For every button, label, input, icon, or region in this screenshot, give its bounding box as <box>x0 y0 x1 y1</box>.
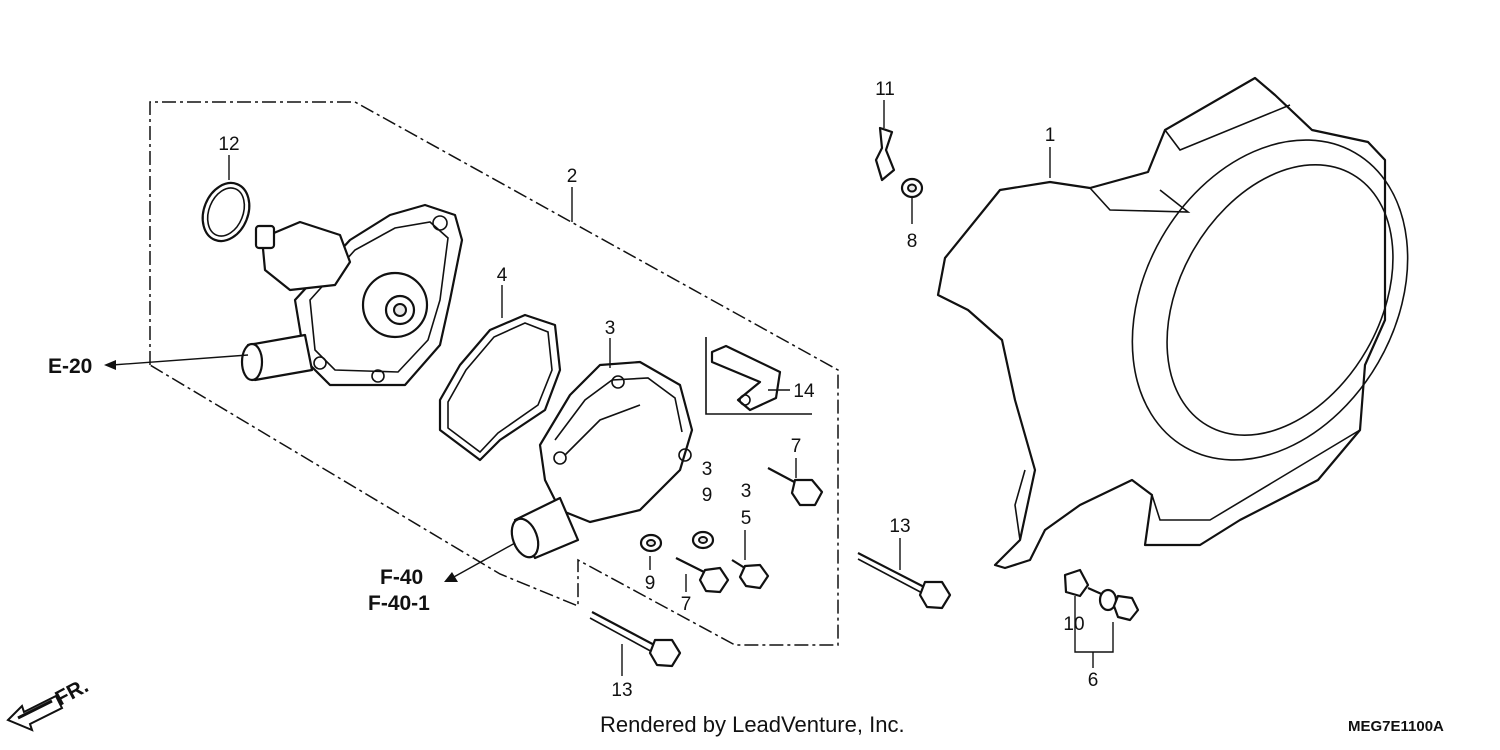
callout-12: 12 <box>218 134 239 155</box>
part-14-bracket[interactable] <box>710 344 782 412</box>
diagram-code: MEG7E1100A <box>1348 718 1444 735</box>
part-13-bolt-right[interactable] <box>857 552 952 610</box>
callout-13-lower: 13 <box>611 680 632 701</box>
part-4-gasket[interactable] <box>438 313 562 462</box>
part-13-bolt-lower[interactable] <box>589 611 682 668</box>
ref-e-20[interactable]: E-20 <box>48 355 92 378</box>
callout-9-upper: 9 <box>702 485 713 506</box>
rendered-by-text: Rendered by LeadVent​ure, Inc. <box>600 712 905 737</box>
part-11-clip[interactable] <box>874 126 896 182</box>
callout-13-right: 13 <box>889 516 910 537</box>
callout-11: 11 <box>875 79 895 100</box>
callout-1: 1 <box>1045 125 1056 146</box>
callout-3-cover: 3 <box>605 318 616 339</box>
ref-f-40-1[interactable]: F-40-1 <box>368 592 430 615</box>
part-1-side-cover[interactable] <box>936 76 1463 570</box>
callout-7-upper: 7 <box>791 436 802 457</box>
callout-5: 5 <box>741 508 752 529</box>
callout-8: 8 <box>907 231 918 252</box>
callout-3-upper: 3 <box>702 459 713 480</box>
part-3-pump-cover[interactable] <box>507 360 694 561</box>
callout-3-right: 3 <box>741 481 752 502</box>
callout-2: 2 <box>567 166 578 187</box>
front-arrow-icon <box>6 694 64 732</box>
callout-14: 14 <box>793 381 815 402</box>
part-8-washer[interactable] <box>900 177 924 199</box>
ref-f-40[interactable]: F-40 <box>380 566 423 589</box>
leader-lines <box>104 100 1114 676</box>
callout-10: 10 <box>1063 614 1084 635</box>
part-12-o-ring[interactable] <box>194 176 257 248</box>
part-9-washer-upper[interactable] <box>691 530 715 550</box>
callout-4: 4 <box>497 265 508 286</box>
callout-9-lower: 9 <box>645 573 656 594</box>
part-7-bolt-upper[interactable] <box>767 467 824 507</box>
part-5-bolt[interactable] <box>731 559 770 590</box>
part-6-bolt-set[interactable] <box>1087 586 1140 622</box>
callout-7-lower: 7 <box>681 594 692 615</box>
callout-6: 6 <box>1088 670 1099 691</box>
part-10-grommet[interactable] <box>1063 568 1090 598</box>
water-pump-assembly[interactable] <box>240 203 464 387</box>
part-14-frame <box>705 337 812 415</box>
part-9-washer-lower[interactable] <box>639 533 663 553</box>
part-7-bolt-lower[interactable] <box>675 557 730 594</box>
